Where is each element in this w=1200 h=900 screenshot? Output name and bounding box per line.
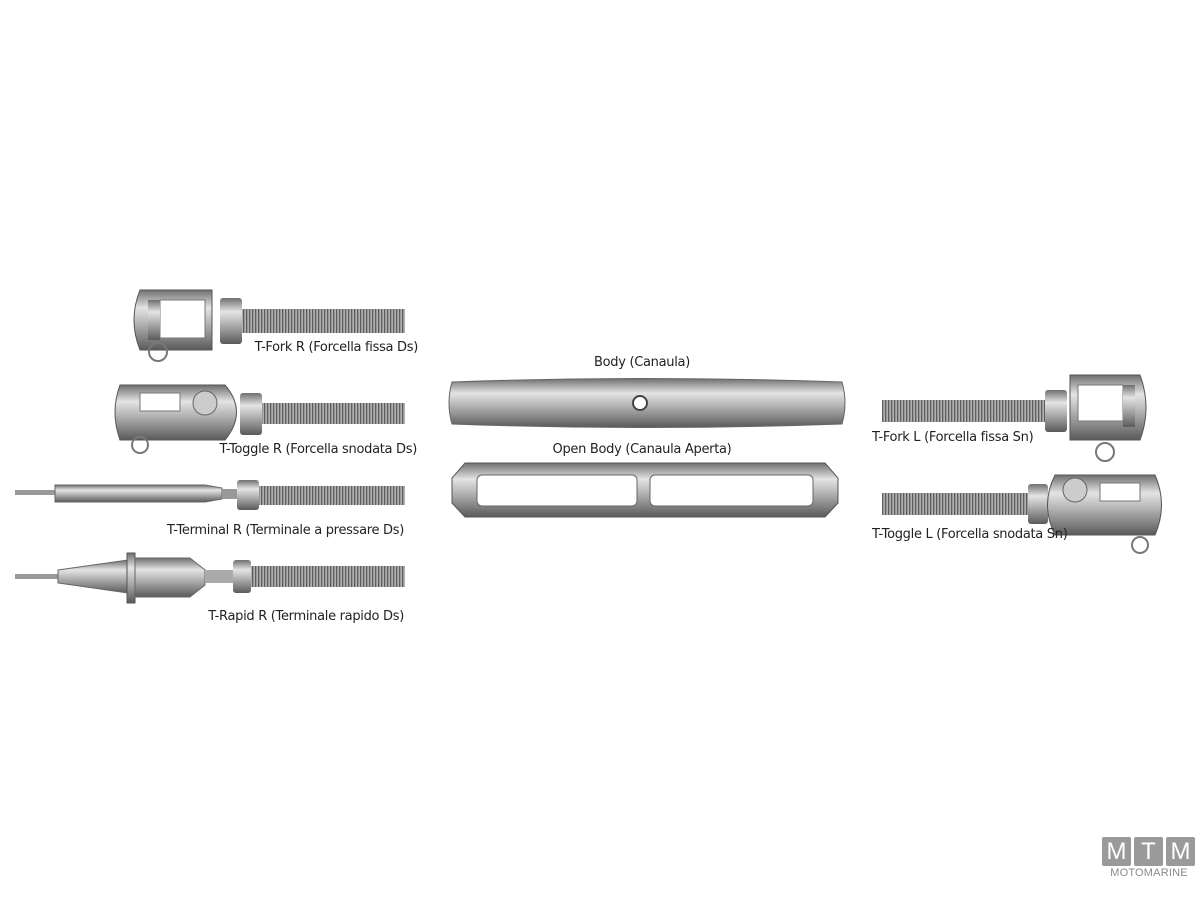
t-terminal-r-part <box>15 480 405 510</box>
open-body-label: Open Body (Canaula Aperta) <box>552 442 732 457</box>
body-label: Body (Canaula) <box>594 355 690 370</box>
t-fork-r-label: T-Fork R (Forcella fissa Ds) <box>254 340 419 355</box>
logo-letter: M <box>1166 837 1195 866</box>
open-body-part <box>451 462 839 518</box>
t-rapid-r-part <box>15 552 405 604</box>
t-rapid-r-label: T-Rapid R (Terminale rapido Ds) <box>208 609 404 624</box>
t-fork-r-part <box>133 289 405 362</box>
t-toggle-l-label: T-Toggle L (Forcella snodata Sn) <box>872 527 1068 542</box>
logo-letter: T <box>1134 837 1163 866</box>
body-part <box>448 378 846 428</box>
t-terminal-r-label: T-Terminal R (Terminale a pressare Ds) <box>166 523 404 538</box>
motomarine-logo: M T M MOTOMARINE <box>1102 837 1196 879</box>
logo-letter: M <box>1102 837 1131 866</box>
logo-name: MOTOMARINE <box>1110 867 1188 879</box>
t-toggle-r-label: T-Toggle R (Forcella snodata Ds) <box>219 442 417 457</box>
t-toggle-r-part <box>114 384 405 454</box>
t-fork-l-part <box>882 374 1147 462</box>
t-toggle-l-part <box>882 474 1162 554</box>
t-fork-l-label: T-Fork L (Forcella fissa Sn) <box>872 430 1034 445</box>
